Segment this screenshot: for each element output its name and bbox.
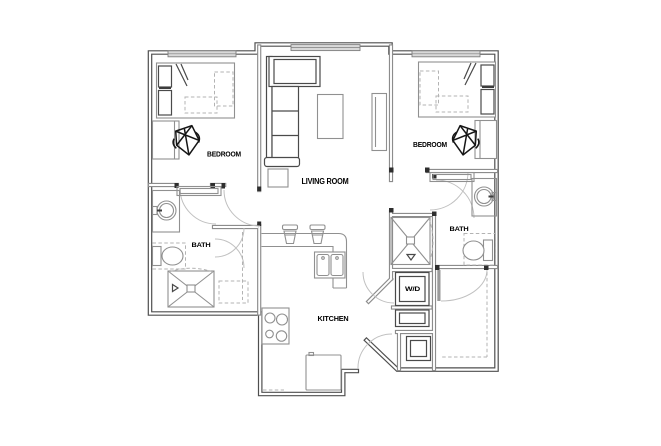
linen-closet-icon (218, 232, 249, 304)
side-table-icon (267, 168, 289, 188)
desk-icon (151, 120, 180, 160)
door-arc-bedroom-right (429, 171, 469, 211)
room-label-kitchen: KITCHEN (318, 314, 349, 323)
exterior-walls (147, 42, 499, 397)
windows (167, 44, 481, 58)
window-living-room-icon (290, 44, 361, 52)
closet-shelf-icon (429, 171, 475, 183)
door-jambs (174, 167, 489, 270)
shower-icon (167, 267, 215, 308)
toilet-icon (462, 233, 496, 266)
room-bath-left: BATH (151, 189, 249, 308)
tv-console-icon (371, 92, 388, 152)
room-living-room: LIVING ROOM (263, 55, 388, 188)
toilet-icon (151, 242, 186, 270)
laundry-shelf-icon (394, 309, 430, 328)
room-label-bath-left: BATH (192, 242, 211, 249)
interior-walls (147, 44, 499, 372)
window-bedroom-left-icon (167, 50, 237, 58)
room-bedroom-left: BEDROOM (151, 62, 241, 197)
room-label-bath-right: BATH (450, 226, 469, 233)
bed-icon (155, 62, 236, 119)
refrigerator-icon (305, 351, 342, 391)
room-bath-right: BATH (390, 177, 498, 266)
closet-double-door-left (214, 227, 245, 269)
door-arc-entry (357, 333, 393, 370)
double-sink-icon (313, 251, 346, 279)
room-label-living-room: LIVING ROOM (302, 177, 349, 186)
door-swings (179, 171, 488, 370)
sofa-sectional-icon (263, 55, 321, 168)
shower-icon (390, 216, 434, 266)
room-label-bedroom-left: BEDROOM (207, 150, 241, 159)
label-washer-dryer: W/D (405, 286, 421, 293)
bed-icon (417, 61, 497, 118)
vanity-sink-icon (471, 177, 498, 217)
bar-stool-icon (309, 224, 326, 245)
room-label-bedroom-right: BEDROOM (413, 140, 447, 149)
door-arc-closet-room (437, 269, 488, 302)
door-arc-bath-left (179, 187, 217, 225)
laundry-utility-area: W/D (394, 271, 488, 362)
door-arc-bedroom-left (223, 189, 261, 227)
vanity-sink-icon (151, 189, 181, 233)
washer-dryer-icon: W/D (394, 271, 430, 307)
door-arc-bath-right (435, 179, 475, 219)
bar-stool-icon (281, 224, 299, 245)
coffee-table-icon (316, 93, 344, 140)
door-arc-wd-closet (362, 271, 395, 304)
window-bedroom-right-icon (411, 50, 481, 58)
water-heater-icon (405, 335, 432, 362)
stove-icon (261, 307, 290, 345)
closet-room-shelving (440, 272, 488, 358)
room-bedroom-right: BEDROOM (413, 61, 498, 183)
room-kitchen: KITCHEN (261, 224, 349, 391)
